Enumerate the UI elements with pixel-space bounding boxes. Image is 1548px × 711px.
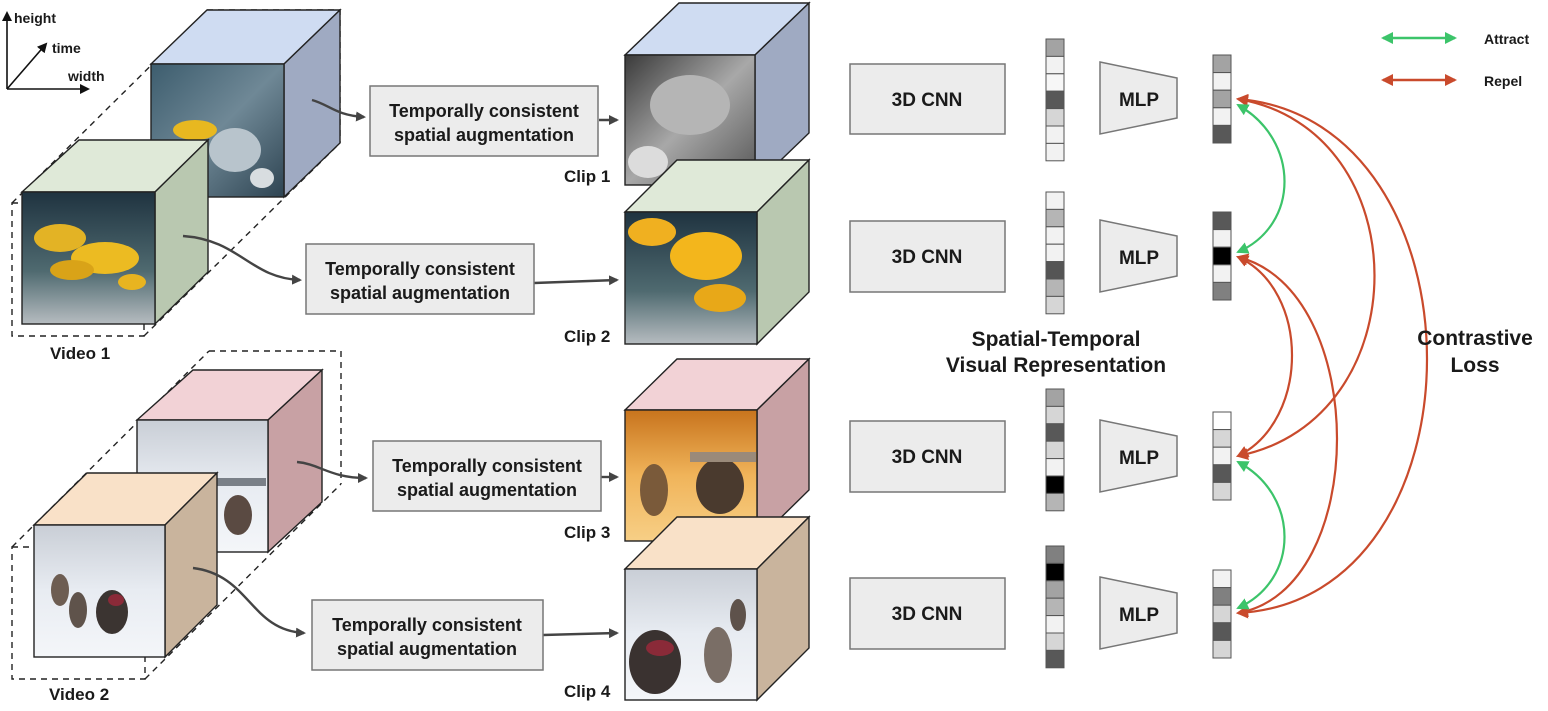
svg-text:3D CNN: 3D CNN xyxy=(892,447,963,468)
width-axis-label: width xyxy=(67,68,105,84)
clip-3-label: Clip 3 xyxy=(564,523,610,542)
clip-2-label: Clip 2 xyxy=(564,327,610,346)
mlp-block-3: MLP xyxy=(1099,419,1178,493)
svg-text:spatial augmentation: spatial augmentation xyxy=(394,125,574,145)
svg-text:spatial augmentation: spatial augmentation xyxy=(330,283,510,303)
repel-legend-label: Repel xyxy=(1484,73,1522,89)
projection-vector-1 xyxy=(1212,54,1232,144)
svg-text:MLP: MLP xyxy=(1119,90,1159,111)
repel-arcs xyxy=(1236,93,1429,619)
feature-vector-1 xyxy=(1045,38,1065,162)
cnn-box-3: 3D CNN xyxy=(849,420,1006,493)
clip-4-cube: Clip 4 xyxy=(564,515,811,702)
representation-label-line2: Visual Representation xyxy=(946,354,1166,377)
svg-text:MLP: MLP xyxy=(1119,448,1159,469)
svg-text:spatial augmentation: spatial augmentation xyxy=(337,639,517,659)
svg-text:3D CNN: 3D CNN xyxy=(892,604,963,625)
svg-text:Temporally consistent: Temporally consistent xyxy=(325,259,515,279)
time-axis-label: time xyxy=(52,40,81,56)
feature-vector-3 xyxy=(1045,388,1065,512)
video-1-group: Video 1 xyxy=(11,8,342,363)
flow-arrows xyxy=(182,98,619,639)
video-2-group: Video 2 xyxy=(11,350,342,704)
augmentation-box-1: Temporally consistent spatial augmentati… xyxy=(369,85,599,157)
video-1-front-cube xyxy=(20,138,210,326)
clip-1-cube: Clip 1 xyxy=(564,1,811,187)
augmentation-box-3: Temporally consistent spatial augmentati… xyxy=(372,440,602,512)
contrastive-loss-label-line1: Contrastive xyxy=(1417,327,1533,350)
mlp-block-1: MLP xyxy=(1099,61,1178,135)
video-1-back-cube xyxy=(149,8,342,199)
projection-vector-4 xyxy=(1212,569,1232,659)
cnn-box-1: 3D CNN xyxy=(849,63,1006,135)
axes-indicator: height time width xyxy=(1,10,105,94)
svg-text:Temporally consistent: Temporally consistent xyxy=(332,615,522,635)
svg-text:Temporally consistent: Temporally consistent xyxy=(389,101,579,121)
svg-text:3D CNN: 3D CNN xyxy=(892,90,963,111)
video-2-front-cube xyxy=(32,471,219,659)
feature-vector-4 xyxy=(1045,545,1065,669)
video-2-label: Video 2 xyxy=(49,685,109,704)
feature-vector-2 xyxy=(1045,191,1065,315)
svg-text:3D CNN: 3D CNN xyxy=(892,247,963,268)
attract-legend-label: Attract xyxy=(1484,31,1529,47)
representation-label-line1: Spatial-Temporal xyxy=(972,328,1141,351)
contrastive-loss-label-line2: Loss xyxy=(1450,354,1499,377)
video-1-label: Video 1 xyxy=(50,344,110,363)
cnn-box-2: 3D CNN xyxy=(849,220,1006,293)
augmentation-box-4: Temporally consistent spatial augmentati… xyxy=(311,599,544,671)
mlp-block-2: MLP xyxy=(1099,219,1178,293)
cnn-box-4: 3D CNN xyxy=(849,577,1006,650)
svg-text:spatial augmentation: spatial augmentation xyxy=(397,480,577,500)
svg-text:Temporally consistent: Temporally consistent xyxy=(392,456,582,476)
clip-2-cube: Clip 2 xyxy=(564,158,811,346)
svg-text:MLP: MLP xyxy=(1119,605,1159,626)
svg-text:MLP: MLP xyxy=(1119,248,1159,269)
time-axis xyxy=(6,42,48,90)
height-axis-label: height xyxy=(14,10,56,26)
augmentation-box-2: Temporally consistent spatial augmentati… xyxy=(305,243,535,315)
attract-arcs xyxy=(1236,104,1286,610)
projection-vector-3 xyxy=(1212,411,1232,501)
mlp-block-4: MLP xyxy=(1099,576,1178,650)
clip-1-label: Clip 1 xyxy=(564,167,610,186)
clip-4-label: Clip 4 xyxy=(564,682,611,701)
projection-vector-2 xyxy=(1212,211,1232,301)
legend: Attract Repel xyxy=(1381,31,1529,89)
